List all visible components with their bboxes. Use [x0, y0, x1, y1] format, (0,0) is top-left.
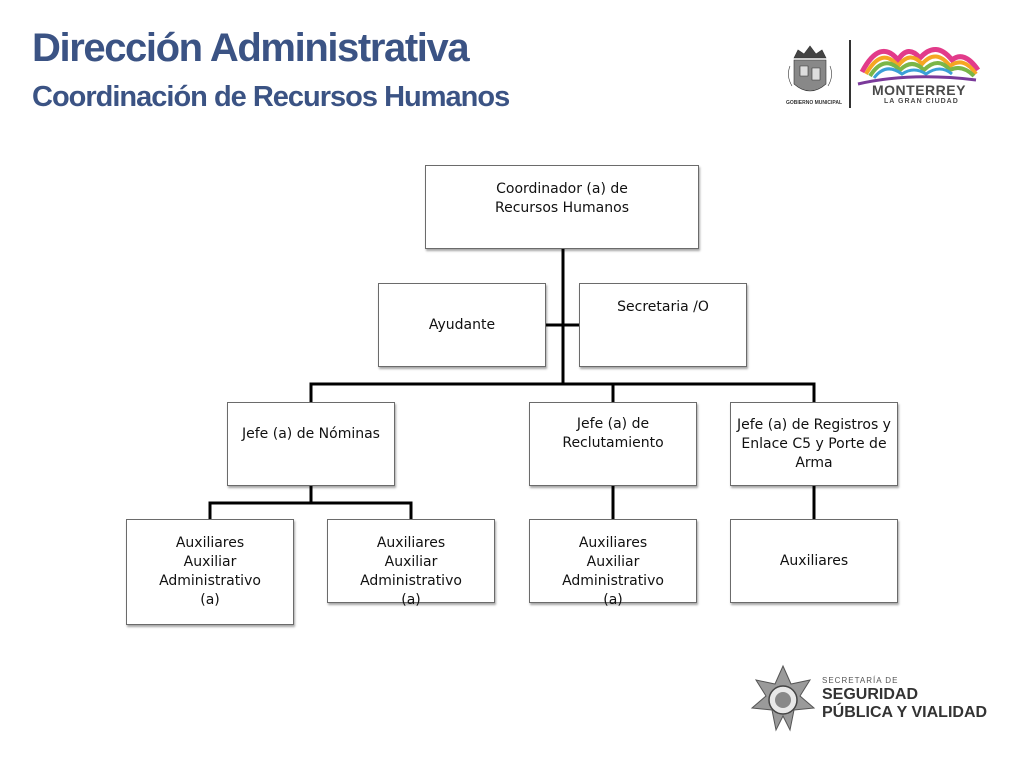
org-node-staff-3: Auxiliares Auxiliar Administrativo (a): [529, 519, 697, 608]
police-badge-icon: [750, 664, 816, 732]
org-node-coordinator: Coordinador (a) de Recursos Humanos: [425, 165, 699, 249]
org-node-secretaria: Secretaria /O: [579, 283, 747, 367]
org-node-jefe-registros-label: Jefe (a) de Registros y Enlace C5 y Port…: [737, 416, 891, 471]
org-node-jefe-reclutamiento-label: Jefe (a) de Reclutamiento: [562, 416, 664, 451]
ssp-secretaria-text: SECRETARÍA DE: [822, 676, 899, 685]
org-node-jefe-nominas: Jefe (a) de Nóminas: [227, 402, 395, 486]
org-node-jefe-registros: Jefe (a) de Registros y Enlace C5 y Port…: [730, 402, 898, 486]
gobierno-municipal-text: GOBIERNO MUNICIPAL: [786, 100, 843, 106]
monterrey-logo: MONTERREY LA GRAN CIUDAD GOBIERNO MUNICI…: [780, 36, 990, 112]
org-node-staff-4: Auxiliares: [730, 519, 898, 603]
org-node-staff-4-label: Auxiliares: [779, 552, 849, 569]
org-node-staff-1: Auxiliares Auxiliar Administrativo (a): [126, 519, 294, 625]
org-node-jefe-nominas-label: Jefe (a) de Nóminas: [242, 426, 380, 442]
ssp-logo: SECRETARÍA DE SEGURIDAD PÚBLICA Y VIALID…: [748, 662, 1008, 738]
coat-of-arms-icon: [788, 40, 981, 108]
org-node-staff-2: Auxiliares Auxiliar Administrativo (a): [327, 519, 495, 608]
ssp-publica-text: PÚBLICA Y VIALIDAD: [822, 704, 988, 721]
org-node-secretaria-label: Secretaria /O: [617, 299, 709, 315]
page-subtitle: Coordinación de Recursos Humanos: [32, 81, 510, 113]
org-node-coordinator-label: Coordinador (a) de Recursos Humanos: [495, 181, 629, 216]
org-node-jefe-reclutamiento: Jefe (a) de Reclutamiento: [529, 402, 697, 486]
page-title: Dirección Administrativa: [32, 26, 470, 70]
ssp-seguridad-text: SEGURIDAD: [822, 686, 919, 703]
org-node-staff-1-label: Auxiliares Auxiliar Administrativo (a): [159, 535, 261, 608]
org-node-staff-2-label: Auxiliares Auxiliar Administrativo (a): [360, 535, 462, 608]
org-node-ayudante-label: Ayudante: [428, 316, 496, 333]
org-node-ayudante: Ayudante: [378, 283, 546, 367]
org-node-staff-3-label: Auxiliares Auxiliar Administrativo (a): [562, 535, 664, 608]
monterrey-tagline: LA GRAN CIUDAD: [884, 98, 959, 105]
monterrey-logo-text: MONTERREY: [872, 82, 966, 98]
